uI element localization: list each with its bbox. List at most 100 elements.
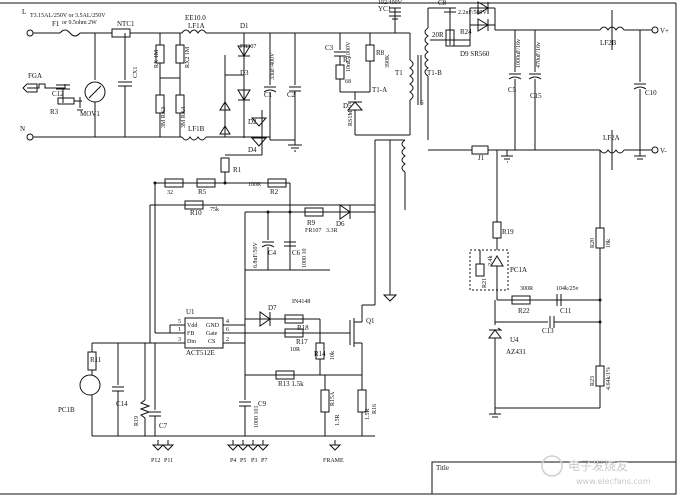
- p5-label: P5: [240, 458, 246, 464]
- j1-label: J1: [478, 154, 485, 162]
- fr107-label: FR107: [305, 228, 321, 234]
- c11-label: C11: [560, 307, 572, 315]
- ee10-label: EE10.0: [185, 14, 206, 22]
- pin3: 3: [178, 337, 181, 343]
- r3-label: R3: [50, 108, 59, 116]
- d1-label: D1: [240, 22, 249, 30]
- cs-pin: CS: [208, 339, 215, 345]
- watermark-url: www.elecfans.com: [576, 477, 651, 486]
- c4-label: C4: [268, 249, 277, 257]
- secondary-side: [424, 1, 659, 170]
- c10-label: C10: [645, 89, 657, 97]
- opto-primary: [79, 342, 161, 436]
- pin6b: 6: [226, 327, 229, 333]
- r18-label: R18: [297, 324, 309, 332]
- mov1-label: MOV1: [80, 110, 100, 118]
- c13-label: C13: [542, 327, 554, 335]
- r13-label: R13 1.5k: [278, 380, 304, 388]
- r16-label: 1.5R: [365, 408, 371, 420]
- d6-label: D6: [336, 220, 345, 228]
- ports: [151, 440, 342, 451]
- c8-value: 2.2nF/500V: [458, 10, 488, 16]
- r16-ref: R16: [372, 404, 378, 414]
- rx1-label: RX 1M: [154, 49, 160, 68]
- r14-value: 10k: [330, 351, 336, 360]
- r7-label: R7: [343, 56, 352, 64]
- r17-label: R17: [296, 338, 308, 346]
- r2-value: 100K: [248, 182, 262, 188]
- dm-pin: Dm: [187, 339, 196, 345]
- ic-part: ACT512E: [186, 349, 215, 357]
- c6-label: C6: [292, 249, 301, 257]
- pc1b-label: PC1B: [58, 406, 75, 414]
- c1-value: 33uF/400V: [270, 52, 276, 80]
- r8-value: 390K: [385, 54, 391, 68]
- vplus-label: V+: [660, 27, 669, 35]
- rx4-label: 3M RX4: [181, 107, 187, 128]
- d3-label: D3: [240, 69, 249, 77]
- pc1a-label: PC1A: [510, 266, 527, 274]
- r20-label: R20: [590, 238, 596, 248]
- r20r-label: 20R: [432, 31, 444, 39]
- c5-label: C5: [508, 86, 517, 94]
- r11-label: R11: [90, 356, 102, 364]
- d1-value: FR307: [240, 44, 256, 50]
- controller-ic: [92, 212, 376, 437]
- bridge-and-choke: [181, 29, 302, 183]
- r15-label: 1.5R: [335, 414, 341, 426]
- t1-label: T1: [395, 69, 403, 77]
- pin6-label: 6: [420, 99, 424, 107]
- f1-label: F1: [52, 20, 60, 28]
- p4-label: P4: [230, 458, 236, 464]
- c14-label: C14: [116, 400, 128, 408]
- pin2: 2: [226, 337, 229, 343]
- r22-label: R22: [518, 307, 530, 315]
- title-label: Title: [436, 464, 449, 472]
- u4-label: U4: [510, 336, 519, 344]
- r20-value: 18k: [606, 239, 612, 248]
- r6-label: 68: [345, 79, 351, 85]
- fb-pin: FB: [187, 331, 194, 337]
- c3-value: 10nF/1000V: [346, 41, 352, 72]
- r17-value: 10R: [290, 347, 300, 353]
- lf2b-label: LF2B: [600, 39, 617, 47]
- c9-value: 1000 101: [254, 406, 260, 429]
- c5-value: 1000uF/16v: [516, 39, 522, 68]
- vdd-pin: Vdd: [187, 323, 197, 329]
- t1a-label: T1-A: [372, 86, 387, 94]
- c1-label: C1: [264, 91, 273, 99]
- d2-label: D2: [248, 118, 257, 126]
- r15a-label: R15A: [330, 391, 336, 406]
- lf1b-label: LF1B: [188, 125, 205, 133]
- r10-value: 75k: [210, 207, 219, 213]
- line-label: L: [22, 8, 26, 16]
- watermark-text: 电子发烧友: [568, 458, 628, 473]
- d5-value: RS1M: [348, 110, 354, 126]
- c15-value: 470uF/16v: [536, 42, 542, 68]
- r9-value: 3.3R: [326, 228, 338, 234]
- r5-label: R5: [198, 188, 207, 196]
- r1-label: R1: [233, 166, 242, 174]
- u1-label: U1: [186, 308, 195, 316]
- r8-label: R8: [376, 49, 385, 57]
- p11-label: P11: [164, 458, 173, 464]
- bleeder-resistors: [155, 33, 185, 137]
- title-block: [431, 461, 677, 495]
- r14-label: R14: [314, 350, 326, 358]
- ntc1-label: NTC1: [117, 20, 135, 28]
- frame-label: FRAME: [323, 458, 344, 464]
- t1b-label: T1-B: [427, 69, 442, 77]
- r21-value: 2.4k: [488, 256, 494, 267]
- r24-label: R24: [460, 28, 472, 36]
- r23-label: R23: [590, 376, 596, 386]
- r23-value: 4.64k/1%: [606, 367, 612, 390]
- c3-label: C3: [325, 44, 334, 52]
- yc1-label: YC1: [378, 5, 392, 13]
- r32-label: 32: [167, 190, 173, 196]
- c7-label: C7: [159, 422, 168, 430]
- d5-label: D5: [343, 102, 352, 110]
- rx2-label: RX2 1M: [185, 46, 191, 68]
- lf1a-label: LF1A: [188, 22, 205, 30]
- c11-value: 104k/25v: [556, 286, 579, 292]
